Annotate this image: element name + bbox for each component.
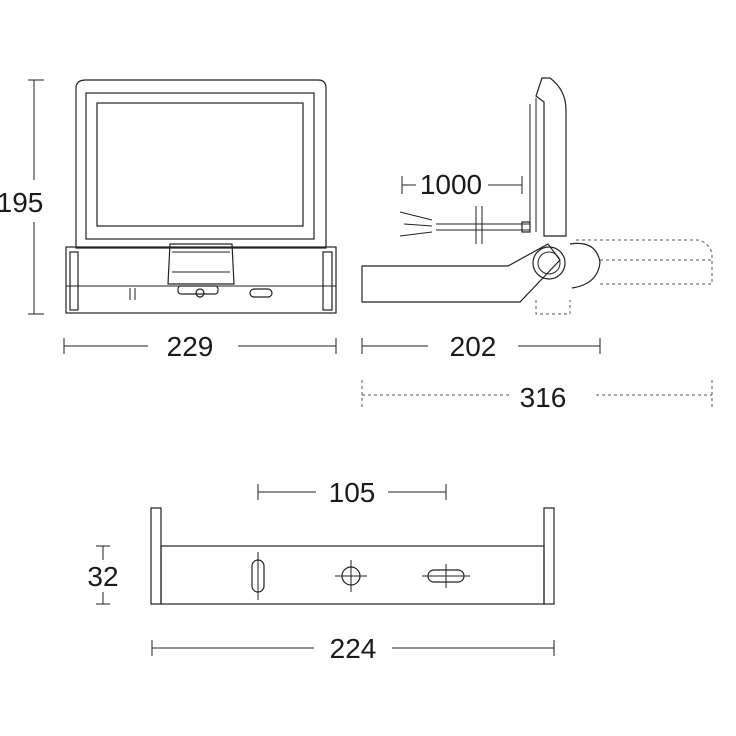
bracket-view: 105 32 224: [87, 477, 555, 664]
dim-front-height: 195: [0, 187, 43, 218]
front-view: 195 229: [0, 79, 337, 362]
dim-side-depth: 202: [450, 331, 497, 362]
dim-bracket-height: 32: [87, 561, 118, 592]
dim-hole-spacing: 105: [329, 477, 376, 508]
dim-side-depth-max: 316: [520, 382, 567, 413]
dim-front-width: 229: [167, 331, 214, 362]
dim-cable-length: 1000: [420, 169, 482, 200]
side-view: 1000 202 316: [361, 77, 713, 413]
dim-bracket-width: 224: [330, 633, 377, 664]
